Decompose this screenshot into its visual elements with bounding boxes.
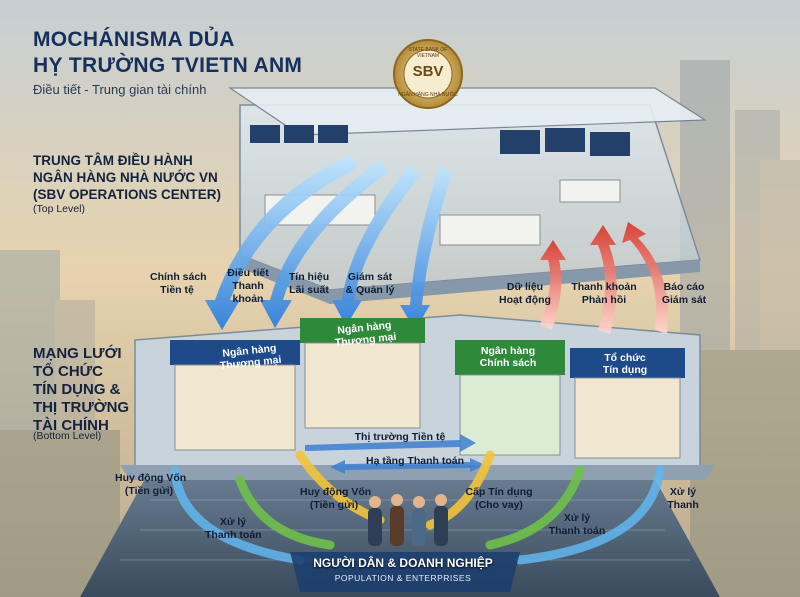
- label-line: Huy động Vốn: [300, 486, 372, 498]
- sbv-seal: [393, 39, 463, 109]
- bank-booth-2: [300, 318, 425, 429]
- people-flow-label: Xử lý Thanh: [660, 486, 706, 512]
- top-section-line: NGÂN HÀNG NHÀ NƯỚC VN: [33, 170, 218, 185]
- bottom-section-line: TÀI CHÍNH: [33, 417, 109, 434]
- people-flow-label: Xử lý Thanh toán: [548, 512, 606, 538]
- bottom-section-line: TÍN DỤNG &: [33, 381, 121, 398]
- seal-bottom-arc-text: NGÂN HÀNG NHÀ NƯỚC: [398, 92, 458, 98]
- bottom-section-label: MẠNG LƯỚI TỔ CHỨC TÍN DỤNG & THỊ TRƯỜNG …: [33, 345, 129, 435]
- label-line: Ngân hàng: [480, 345, 536, 357]
- label-line: Điều tiết: [227, 267, 269, 279]
- label-line: (Tiền gửi): [309, 499, 359, 511]
- payment-infra-label: Hạ tầng Thanh toán: [366, 455, 464, 467]
- label-line: Tiền tệ: [160, 284, 194, 296]
- bottom-section-line: TỔ CHỨC: [33, 363, 103, 380]
- label-line: Thanh toán: [205, 529, 262, 541]
- up-flow-label: Dữ liệu Hoạt động: [495, 281, 555, 307]
- label-line: Thanh toán: [548, 525, 606, 537]
- bottom-section-level: (Bottom Level): [33, 430, 102, 442]
- main-subtitle: Điều tiết - Trung gian tài chính: [33, 82, 207, 97]
- lower-floor-base: [120, 465, 715, 480]
- label-line: Tổ chức: [604, 352, 646, 364]
- down-flow-label: Giám sát & Quản lý: [340, 271, 400, 297]
- top-section-level: (Top Level): [33, 203, 85, 215]
- main-title-line2: HỴ TRƯỜNG TVIETN ANM: [33, 54, 303, 77]
- top-section-line: TRUNG TÂM ĐIỀU HÀNH: [33, 153, 193, 168]
- institution-label: Ngân hàng Chính sách: [463, 345, 553, 369]
- label-line: Thanh: [232, 280, 264, 292]
- label-line: Huy động Vốn: [115, 472, 187, 484]
- label-line: Hoạt động: [499, 294, 551, 306]
- label-line: Tín dụng: [602, 364, 648, 376]
- label-line: Chính sách: [150, 271, 207, 283]
- label-line: Thanh khoản: [571, 281, 637, 293]
- label-line: Giám sát: [347, 271, 393, 283]
- people-flow-label: Huy động Vốn (Tiền gửi): [115, 472, 187, 498]
- label-line: khoản: [232, 293, 264, 305]
- up-flow-label: Thanh khoản Phản hồi: [568, 281, 640, 307]
- population-title: NGƯỜI DÂN & DOANH NGHIỆP: [313, 556, 493, 570]
- people-group: [368, 494, 448, 546]
- population-subtitle: POPULATION & ENTERPRISES: [334, 573, 472, 583]
- bottom-section-line: MẠNG LƯỚI: [33, 345, 122, 362]
- people-flow-label: Cấp Tín dụng (Cho vay): [465, 486, 533, 512]
- city-skyline: [0, 60, 800, 597]
- seal-center-text: SBV: [412, 63, 444, 80]
- label-line: Tín hiệu: [288, 271, 330, 283]
- label-line: Xử lý: [669, 486, 697, 498]
- label-line: Xử lý: [219, 516, 247, 528]
- institution-label: Tổ chức Tín dụng: [580, 352, 670, 376]
- bottom-section-line: THỊ TRƯỜNG: [33, 399, 130, 416]
- label-line: Báo cáo: [663, 281, 705, 293]
- people-flow-label: Huy động Vốn (Tiền gửi): [300, 486, 372, 512]
- seal-top-arc-text: STATE BANK OF VIETNAM: [408, 47, 448, 59]
- monitor-wall: [250, 125, 630, 156]
- label-line: Thanh: [667, 499, 699, 511]
- population-banner: [290, 552, 520, 592]
- label-line: Giám sát: [661, 294, 707, 306]
- market-arrows: [305, 434, 485, 474]
- upper-floor-roof: [228, 87, 707, 136]
- label-line: Lãi suất: [289, 284, 329, 296]
- down-flow-label: Tín hiệu Lãi suất: [283, 271, 335, 297]
- down-flow-label: Điều tiết Thanh khoản: [223, 267, 273, 306]
- bank-booth-1: [170, 340, 300, 451]
- down-flow-arrows: [205, 155, 452, 330]
- up-flow-arrows: [540, 222, 669, 334]
- label-line: Cấp Tín dụng: [465, 486, 533, 498]
- label-line: Dữ liệu: [506, 281, 544, 293]
- top-section-label: TRUNG TÂM ĐIỀU HÀNH NGÂN HÀNG NHÀ NƯỚC V…: [33, 152, 221, 203]
- label-line: Xử lý: [563, 512, 591, 524]
- top-section-line: (SBV OPERATIONS CENTER): [33, 187, 222, 202]
- bank-booth-4: [570, 348, 685, 459]
- label-line: Phản hồi: [581, 294, 627, 306]
- label-line: (Cho vay): [475, 499, 523, 511]
- people-flow-label: Xử lý Thanh toán: [205, 516, 262, 542]
- money-market-label: Thị trường Tiền tệ: [354, 431, 446, 443]
- bank-booth-3: [455, 340, 565, 456]
- up-flow-label: Báo cáo Giám sát: [655, 281, 713, 307]
- label-line: (Tiền gửi): [124, 485, 174, 497]
- down-flow-label: Chính sách Tiền tệ: [150, 271, 207, 297]
- label-line: & Quản lý: [345, 284, 395, 296]
- label-line: Chính sách: [479, 357, 537, 369]
- main-title-line1: MOCHÁNISMA DỦA: [33, 28, 235, 51]
